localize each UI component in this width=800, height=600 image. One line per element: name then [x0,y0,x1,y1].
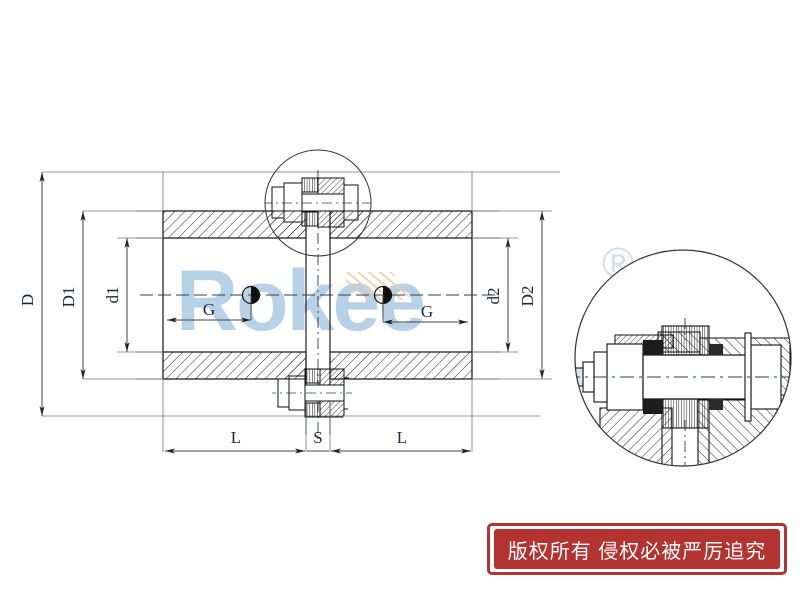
watermark-rokee: Rokee ® [176,239,634,349]
dimension-label-G-left: G [203,300,215,319]
dimension-label-D2: D2 [518,286,537,307]
dimension-G-right: G [373,285,468,325]
dimension-label-D: D [18,294,37,306]
detail-top-bolt-assembly [264,149,372,257]
detail-disc-pack-top [661,325,710,356]
dimension-label-S: S [313,428,322,447]
detail-disc-pack-bottom [661,398,710,429]
detail-circle-boundary [574,249,792,467]
dimension-label-G-right: G [421,302,433,321]
dimension-L-right: L [331,428,471,454]
banner-text: 版权所有 侵权必被严厉追究 [507,540,767,563]
dimension-S: S [307,428,329,452]
dimension-G-left: G [167,285,261,323]
banner-border [487,523,787,575]
dimension-label-L-right: L [397,428,407,447]
dimension-D2: D2 [472,210,552,380]
hub-wall-bottom-right [329,351,473,380]
dimension-D1: D1 [59,210,163,380]
dimension-row-bottom: L S L [165,400,471,454]
dimension-label-L-left: L [231,428,241,447]
banner-fill: 版权所有 侵权必被严厉追究 [494,529,780,569]
detail-left-flange-body [599,407,673,466]
dimension-d1: d1 [103,237,163,353]
watermark-accent-stripes [340,272,412,300]
dimension-label-d1: d1 [103,287,122,304]
dimension-L-left: L [165,428,305,454]
dimension-d2: d2 [472,237,518,353]
copyright-banner: 版权所有 侵权必被严厉追究 [487,523,787,575]
dimension-label-d2: d2 [484,288,503,305]
dimension-label-D1: D1 [59,287,78,308]
dimension-D: D [18,172,45,416]
detail-enlarged-view [574,249,792,467]
